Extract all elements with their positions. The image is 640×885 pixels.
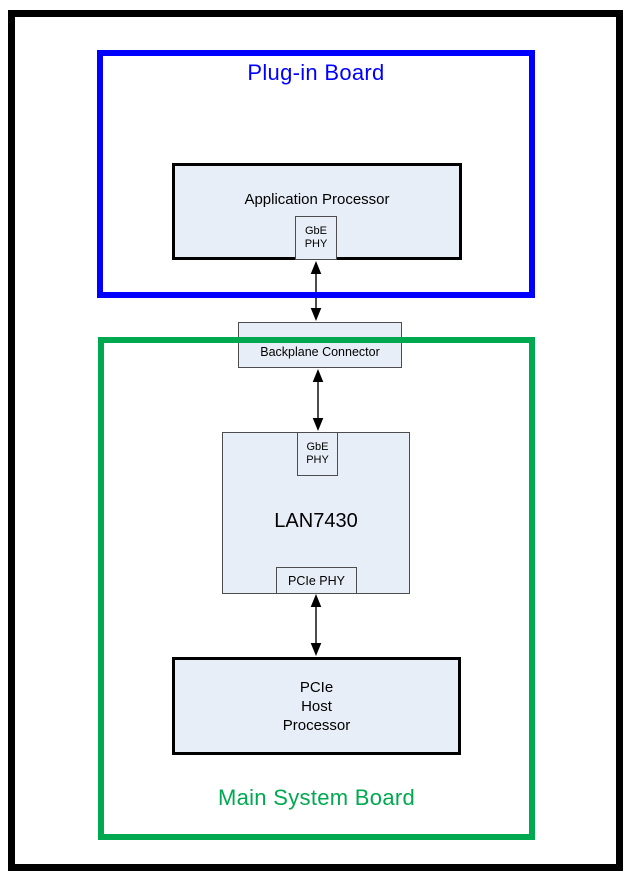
lan-gbe-phy-box: GbE PHY: [297, 432, 338, 476]
plug-in-board-title: Plug-in Board: [247, 60, 385, 85]
lan-pcie-phy-box: PCIe PHY: [276, 567, 357, 594]
arrow-pcie-phy-to-host: [310, 594, 322, 656]
application-processor-label: Application Processor: [244, 191, 390, 208]
lan-pcie-phy-label: PCIe PHY: [288, 573, 345, 588]
arrow-app-gbe-to-backplane: [310, 261, 322, 321]
lan7430-label: LAN7430: [274, 510, 358, 532]
pcie-host-processor-label-line3: Processor: [282, 716, 351, 734]
lan-gbe-phy-label-line2: PHY: [306, 454, 329, 466]
lan-gbe-phy-label-line1: GbE: [306, 440, 329, 453]
pcie-host-processor-box: PCIe Host Processor: [172, 657, 461, 755]
pcie-host-processor-label-line2: Host: [301, 697, 332, 715]
app-gbe-phy-box: GbE PHY: [295, 216, 337, 260]
pcie-host-processor-label-line1: PCIe: [299, 678, 334, 696]
outer-frame: [8, 10, 623, 871]
backplane-connector-label: Backplane Connector: [260, 345, 380, 359]
app-gbe-phy-label-line1: GbE: [304, 224, 327, 237]
backplane-connector-box: Backplane Connector: [238, 322, 402, 368]
main-system-board-title: Main System Board: [217, 785, 416, 810]
app-gbe-phy-label-line2: PHY: [304, 238, 328, 250]
arrow-backplane-to-lan-gbe: [312, 369, 324, 431]
